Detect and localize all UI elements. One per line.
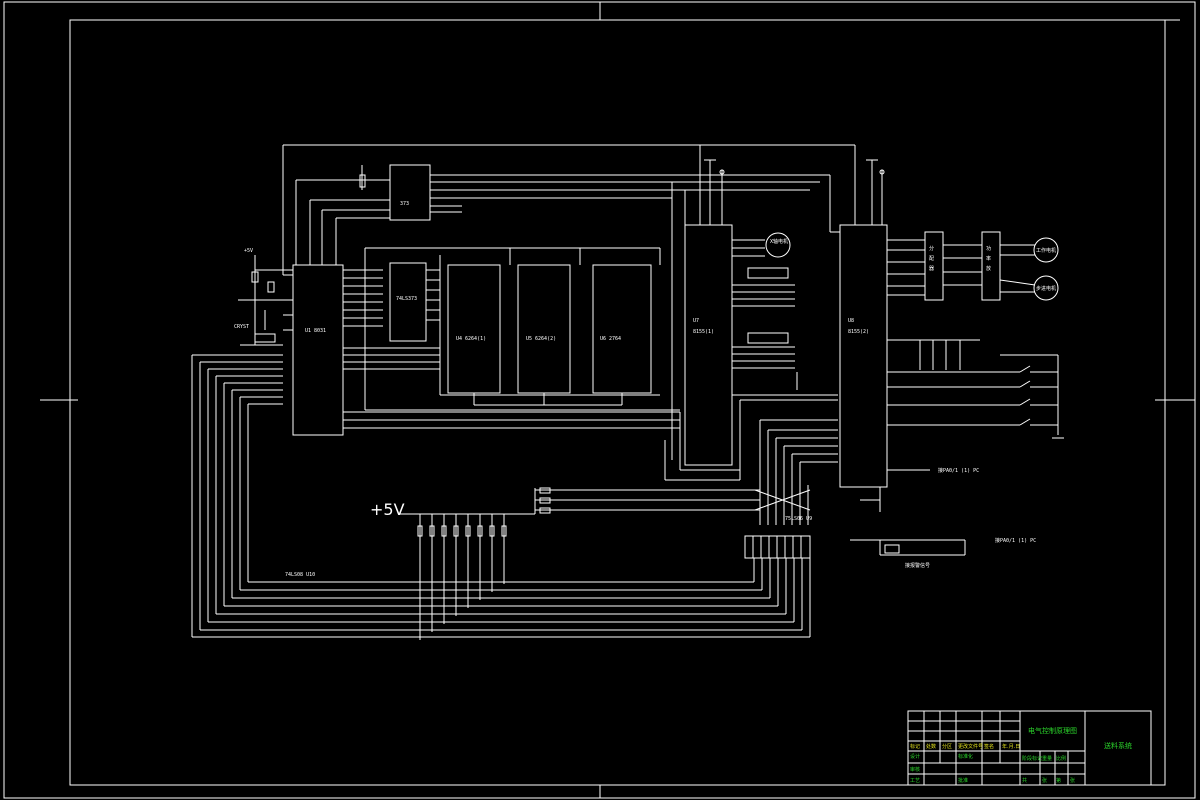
key-driver-label: 74LS08 U10 bbox=[285, 572, 315, 578]
svg-text:率: 率 bbox=[986, 255, 991, 262]
right-motor1-label: 工作电机 bbox=[1036, 247, 1056, 254]
supply-label: +5V bbox=[370, 500, 405, 519]
svg-text:第: 第 bbox=[1056, 777, 1061, 784]
svg-text:张: 张 bbox=[1042, 777, 1047, 784]
svg-text:+5V: +5V bbox=[244, 248, 253, 254]
bottom-signal-label: 接报警信号 bbox=[905, 562, 930, 569]
chip-u8-part: 8155(2) bbox=[848, 329, 869, 335]
top-bus bbox=[282, 144, 856, 460]
svg-text:设计: 设计 bbox=[910, 753, 920, 760]
svg-text:配: 配 bbox=[929, 256, 934, 262]
drawing-name: 电气控制原理图 bbox=[1028, 726, 1077, 735]
svg-text:标记: 标记 bbox=[910, 743, 920, 750]
motor-y-icon bbox=[1033, 275, 1059, 301]
pa-output-right: 接PA0/1 (1) PC bbox=[995, 537, 1036, 544]
sheet-border bbox=[3, 1, 1196, 799]
display-driver: 75LS06 U9 bbox=[744, 485, 812, 559]
chip-u4: U4 6264(1) bbox=[447, 264, 501, 405]
limit-switches bbox=[887, 339, 1064, 439]
u7-outputs: X轴电机 bbox=[732, 232, 838, 396]
svg-text:审核: 审核 bbox=[910, 766, 920, 773]
chip-u1: U1 8031 bbox=[283, 264, 680, 436]
svg-text:重量: 重量 bbox=[1042, 755, 1052, 762]
chip-u1-label: U1 8031 bbox=[305, 328, 326, 334]
svg-text:器: 器 bbox=[929, 266, 934, 272]
chip-u5: U5 6264(2) bbox=[517, 264, 571, 405]
svg-text:比例: 比例 bbox=[1056, 755, 1066, 762]
chip-u4-label: U4 6264(1) bbox=[456, 336, 486, 342]
chip-u6: U6 2764 bbox=[592, 264, 652, 405]
svg-text:标准化: 标准化 bbox=[958, 753, 973, 760]
svg-text:74LS373: 74LS373 bbox=[396, 296, 417, 302]
chip-u7: U7 8155(1) bbox=[684, 159, 733, 466]
svg-text:签名: 签名 bbox=[984, 743, 994, 750]
supply-bus: +5V bbox=[370, 487, 760, 640]
system-name: 送料系统 bbox=[1104, 741, 1132, 750]
title-block: 电气控制原理图 送料系统 标记 处数 分区 更改文件号 签名 年.月.日 设计 … bbox=[907, 710, 1152, 786]
right-drivers: 分 配 器 功 率 放 工作电机 步进电机 bbox=[887, 231, 1059, 301]
chip-latch: 74LS373 bbox=[389, 262, 440, 342]
pa-output-label: 接PA0/1 (1) PC bbox=[938, 467, 979, 474]
chip-u8: U8 8155(2) bbox=[829, 159, 888, 488]
chip-u8-ref: U8 bbox=[848, 318, 854, 324]
chip-u5-label: U5 6264(2) bbox=[526, 336, 556, 342]
svg-text:放: 放 bbox=[986, 265, 991, 272]
svg-text:分区: 分区 bbox=[942, 743, 952, 750]
svg-text:分: 分 bbox=[929, 245, 934, 252]
chip-u2: 373 bbox=[389, 164, 431, 221]
chip-u7-ref: U7 bbox=[693, 318, 699, 324]
reset-circuit: +5V CRYST bbox=[234, 248, 293, 346]
disp-driver-label: 75LS06 U9 bbox=[785, 516, 812, 522]
svg-text:373: 373 bbox=[400, 201, 409, 207]
svg-text:更改文件号: 更改文件号 bbox=[958, 743, 983, 750]
svg-text:共: 共 bbox=[1022, 777, 1027, 784]
motor-x-icon bbox=[1033, 237, 1059, 263]
pa-output: 接PA0/1 (1) PC 接PA0/1 (1) PC 接报警信号 bbox=[850, 467, 1036, 569]
svg-text:张: 张 bbox=[1070, 777, 1075, 784]
chip-u7-part: 8155(1) bbox=[693, 329, 714, 335]
svg-text:处数: 处数 bbox=[926, 743, 936, 750]
chip-u6-label: U6 2764 bbox=[600, 336, 621, 342]
svg-text:功: 功 bbox=[986, 245, 991, 252]
svg-text:年.月.日: 年.月.日 bbox=[1002, 743, 1020, 750]
keypad-loops: 74LS08 U10 bbox=[191, 354, 811, 638]
svg-text:批准: 批准 bbox=[958, 777, 968, 784]
u8-port-wires bbox=[664, 399, 838, 485]
svg-text:CRYST: CRYST bbox=[234, 324, 249, 330]
svg-text:阶段标记: 阶段标记 bbox=[1022, 755, 1042, 762]
motor1-label: X轴电机 bbox=[770, 238, 788, 245]
right-motor2-label: 步进电机 bbox=[1036, 285, 1056, 292]
memory-bus bbox=[364, 247, 680, 411]
svg-text:工艺: 工艺 bbox=[910, 778, 920, 784]
